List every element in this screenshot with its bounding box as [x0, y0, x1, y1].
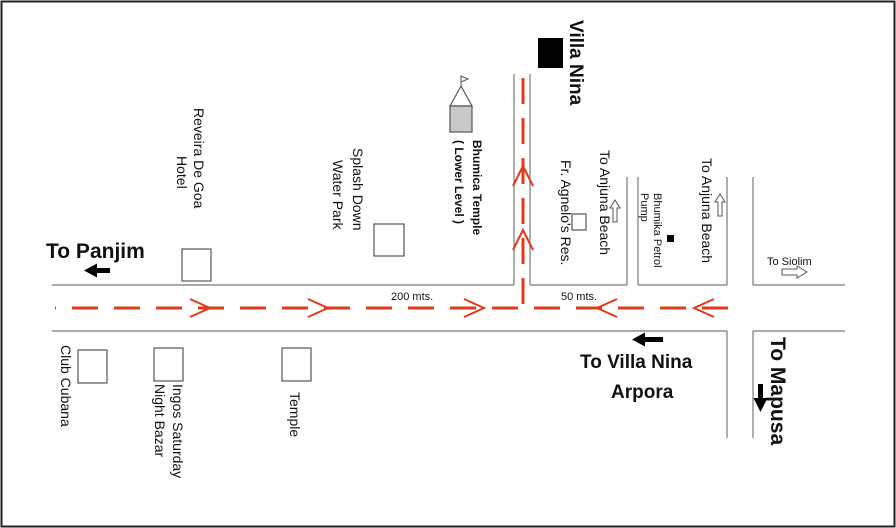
agnelo-residence-label: Fr. Agnelo's Res. — [558, 160, 574, 265]
arrow-up-outline-icon — [609, 199, 621, 223]
bhumica-temple-label-line1: Bhumica Temple — [470, 140, 484, 235]
distance-200m-label: 200 mts. — [391, 291, 433, 303]
route-arrow-4 — [594, 298, 618, 318]
club-cubana-building — [77, 349, 108, 384]
to-panjim-label: To Panjim — [46, 240, 145, 263]
bhumica-temple-label-line2: ( Lower Level ) — [452, 140, 466, 224]
ingos-bazar-label-line2: Night Bazar — [152, 384, 168, 457]
villa-nina-marker — [538, 38, 563, 68]
to-mapusa-label: To Mapusa — [766, 337, 789, 445]
temple-building — [281, 347, 312, 382]
route-arrow-3 — [463, 298, 487, 318]
arrow-right-outline-icon — [781, 265, 808, 279]
arrow-left-icon — [84, 263, 110, 278]
route-path — [55, 74, 728, 318]
to-anjuna-beach-label-1: To Anjuna Beach — [597, 150, 613, 255]
arrow-left-icon-2 — [632, 332, 663, 347]
ingos-bazar-building — [153, 347, 184, 382]
to-villa-nina-label: To Villa Nina — [580, 352, 693, 373]
reveira-hotel-building — [181, 248, 212, 282]
temple-flag-icon — [448, 75, 474, 133]
temple-label: Temple — [287, 392, 303, 437]
petrol-pump-label-line1: Bhumika Petrol — [651, 193, 663, 268]
splash-down-building — [373, 223, 405, 257]
splash-down-label-line2: Water Park — [330, 160, 346, 230]
road-network — [52, 74, 845, 438]
ingos-bazar-label-line1: Ingos Saturday — [170, 384, 186, 478]
arrow-up-outline-icon-2 — [714, 193, 726, 217]
arrow-down-icon — [753, 384, 768, 412]
reveira-hotel-label-line1: Reveira De Goa — [191, 108, 207, 209]
route-arrow-1 — [189, 298, 213, 318]
petrol-pump-marker — [667, 235, 674, 242]
route-arrow-2 — [307, 298, 331, 318]
distance-50m-label: 50 mts. — [561, 291, 597, 303]
to-siolim-label: To Siolim — [767, 256, 812, 268]
club-cubana-label: Club Cubana — [58, 345, 74, 427]
petrol-pump-label-line2: Pump — [638, 193, 650, 222]
agnelo-residence-building — [571, 213, 587, 231]
reveira-hotel-label-line2: Hotel — [174, 156, 190, 189]
route-arrow-7 — [512, 227, 534, 251]
villa-nina-label: Villa Nina — [565, 20, 586, 106]
splash-down-label-line1: Splash Down — [350, 148, 366, 231]
to-anjuna-beach-label-2: To Anjuna Beach — [699, 158, 715, 263]
route-arrow-5 — [691, 298, 715, 318]
arpora-label: Arpora — [611, 382, 674, 403]
route-arrow-6 — [512, 163, 534, 187]
